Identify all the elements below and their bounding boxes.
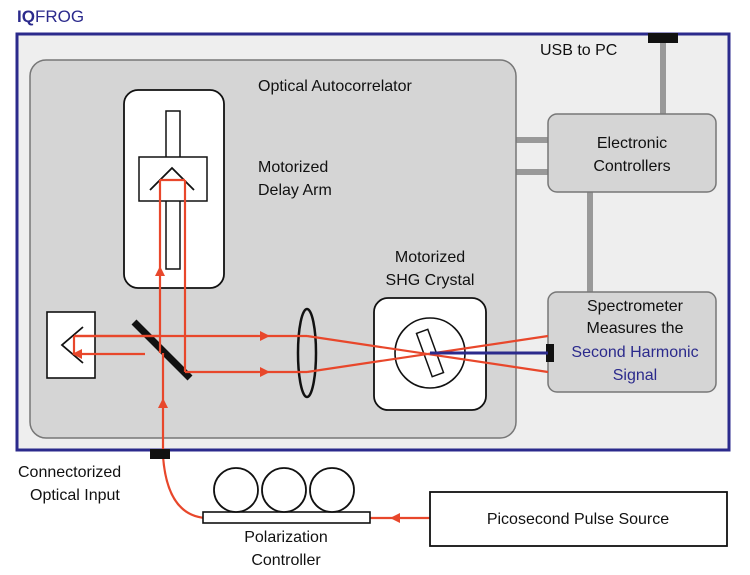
shg-label-1: Motorized bbox=[395, 249, 465, 266]
autocorrelator-label: Optical Autocorrelator bbox=[258, 78, 413, 95]
fiber-loop-1 bbox=[213, 467, 259, 513]
delay-label-1: Motorized bbox=[258, 159, 328, 176]
brand-light: FROG bbox=[35, 7, 84, 26]
delay-label-2: Delay Arm bbox=[258, 182, 332, 199]
spectro-label-2: Measures the bbox=[587, 320, 684, 337]
spectrometer-box bbox=[547, 291, 717, 393]
usb-label: USB to PC bbox=[540, 42, 617, 59]
retroreflector-icon bbox=[149, 166, 195, 191]
beam-pol-to-input bbox=[161, 455, 206, 520]
pol-label-1: Polarization bbox=[244, 529, 328, 546]
spectro-label-1: Spectrometer bbox=[587, 298, 684, 315]
beam-paths bbox=[72, 178, 549, 523]
electronic-label-1: Electronic bbox=[597, 135, 667, 152]
spectrometer-input-port bbox=[546, 344, 554, 362]
pol-label-2: Controller bbox=[251, 552, 321, 569]
input-label-1: Connectorized bbox=[18, 464, 121, 481]
pulse-source-box bbox=[429, 491, 728, 547]
beam-splitter bbox=[131, 319, 193, 381]
brand-title: IQFROG bbox=[17, 7, 84, 26]
electronic-label-2: Controllers bbox=[593, 158, 670, 175]
input-label-2: Optical Input bbox=[30, 487, 120, 504]
brand-bold: IQ bbox=[17, 7, 35, 26]
pulse-source-label: Picosecond Pulse Source bbox=[487, 511, 669, 528]
beam-cross-2 bbox=[306, 334, 549, 374]
spectro-label-4: Signal bbox=[613, 367, 657, 384]
usb-connector bbox=[648, 33, 678, 43]
fiber-loop-2 bbox=[261, 467, 307, 513]
fixed-retroreflector-box bbox=[46, 311, 96, 379]
focusing-lens bbox=[296, 307, 318, 399]
electronic-controllers-box bbox=[547, 113, 717, 193]
polarization-controller-base bbox=[202, 511, 371, 524]
fiber-loop-3 bbox=[309, 467, 355, 513]
shg-label-2: SHG Crystal bbox=[386, 272, 475, 289]
spectro-label-3: Second Harmonic bbox=[571, 344, 698, 361]
optical-input-connector bbox=[150, 449, 170, 459]
